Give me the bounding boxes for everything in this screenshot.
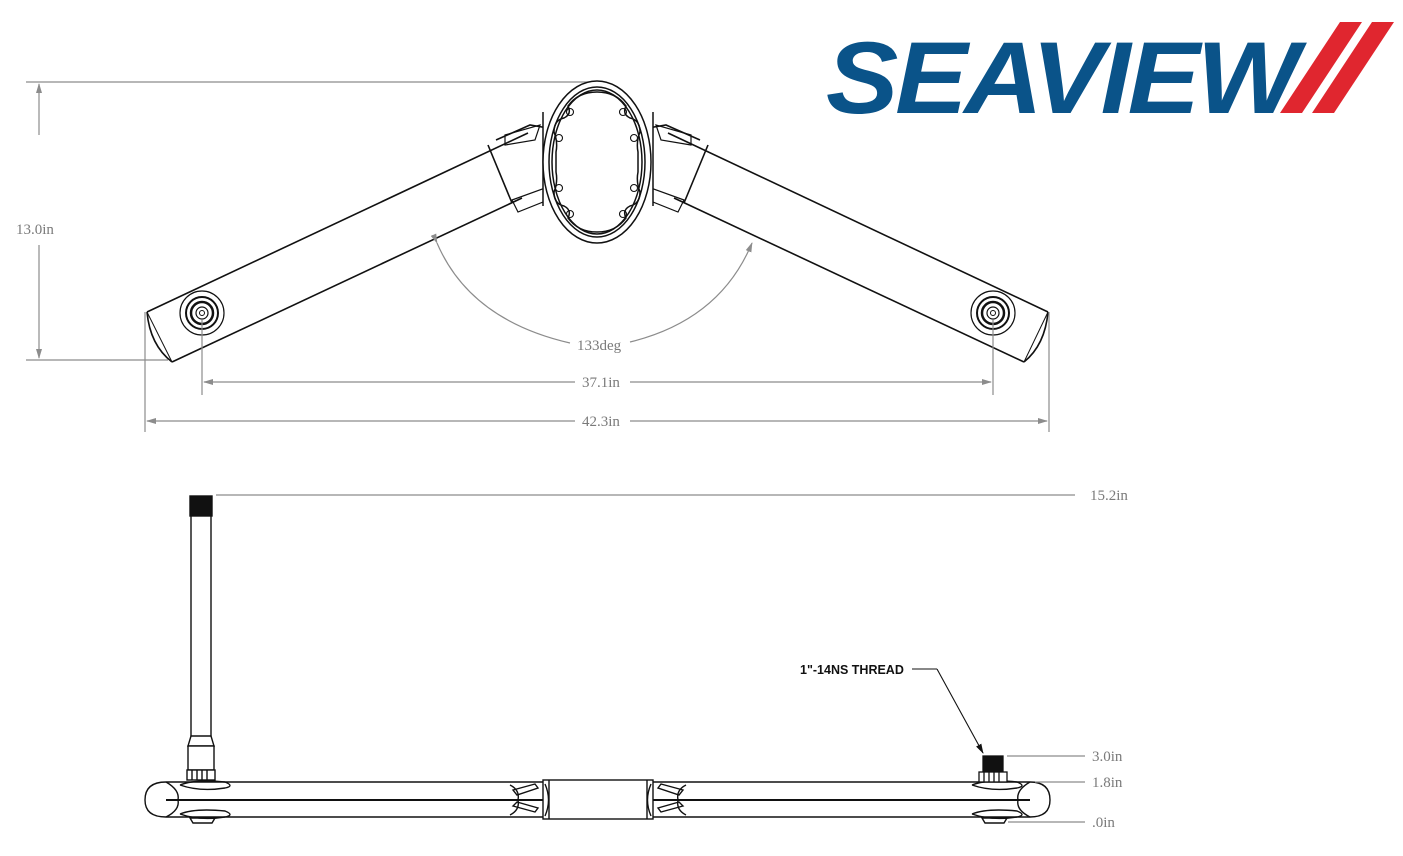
overall-width-dim-label: 42.3in [582,414,620,430]
body-height-dim-label: 1.8in [1092,775,1123,791]
top-view: 13.0in [16,80,1050,432]
antenna [186,495,216,781]
side-view: 15.2in [144,488,1128,831]
angle-dimension [430,233,753,344]
thread-callout-leader [912,668,984,754]
angle-dim-label: 133deg [577,338,622,354]
center-mount [542,80,654,244]
logo-stripe-1 [1280,22,1362,113]
thread-callout-label: 1"-14NS THREAD [800,663,904,677]
thread-height-dim-label: 3.0in [1092,749,1123,765]
base-dim-label: .0in [1092,815,1115,831]
height-dimension [26,81,598,361]
left-arm [146,124,549,363]
overall-width-dimension [144,312,1050,432]
inner-width-dim-label: 37.1in [582,375,620,391]
side-height-extensions [1007,755,1085,823]
right-arm [647,124,1049,363]
mount-bar [144,779,1051,824]
thread-stud [978,755,1008,783]
antenna-height-dim-label: 15.2in [1090,488,1128,504]
inner-width-dimension [201,320,994,395]
height-dim-label: 13.0in [16,222,54,238]
seaview-logo: SEAVIEW [826,21,1394,135]
logo-stripe-2 [1312,22,1394,113]
logo-wordmark: SEAVIEW [826,21,1307,135]
